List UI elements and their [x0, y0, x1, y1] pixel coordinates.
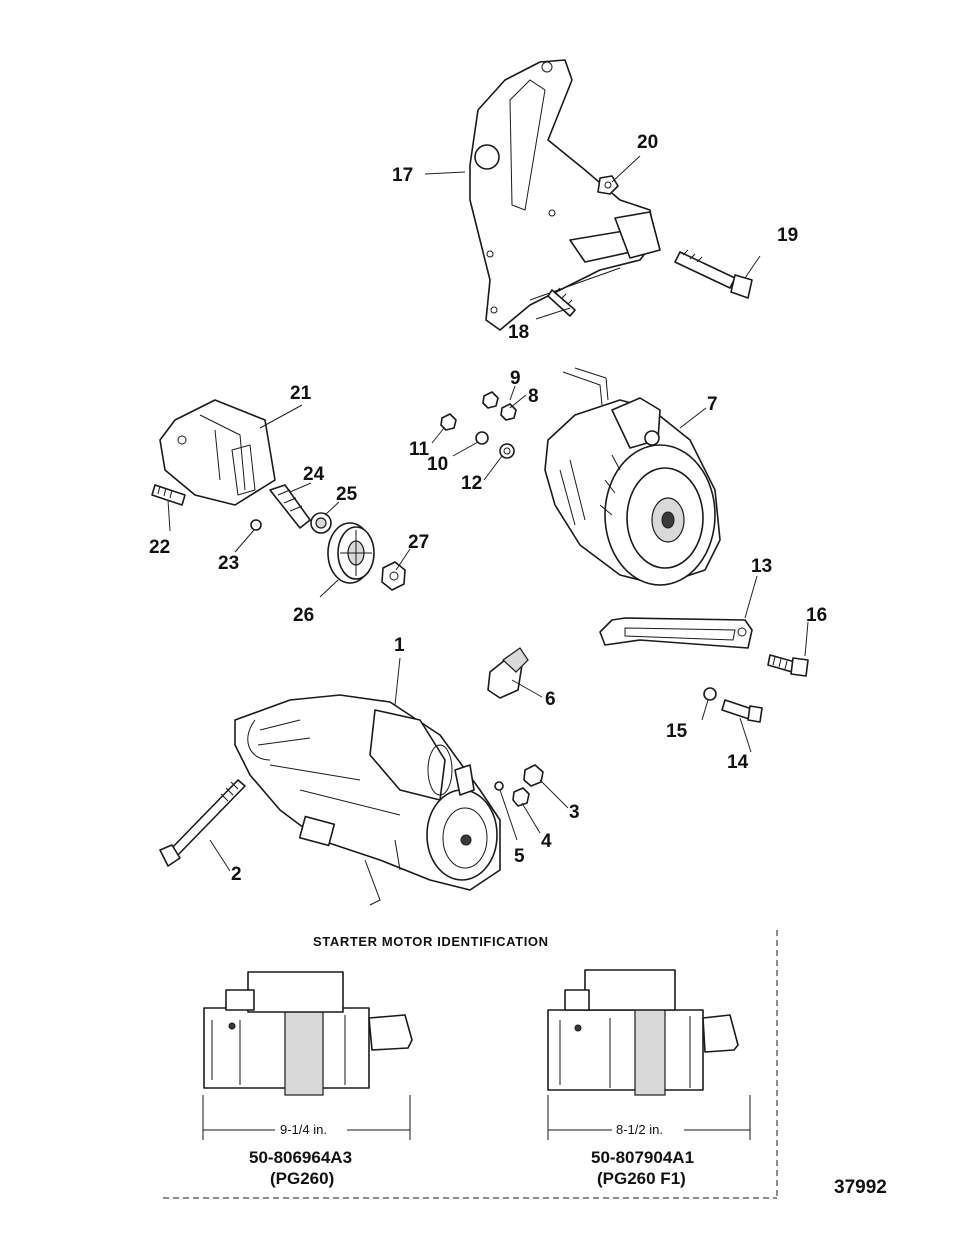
- dimension-right: 8-1/2 in.: [547, 1095, 751, 1140]
- callout-23: 23: [218, 553, 239, 574]
- callout-4: 4: [541, 831, 552, 852]
- callout-13: 13: [751, 556, 772, 577]
- callout-2: 2: [231, 864, 242, 885]
- model-left: (PG260): [270, 1169, 334, 1188]
- callout-20: 20: [637, 132, 658, 153]
- bolt-22: [151, 484, 186, 506]
- bolt-14-washer-15: [703, 687, 763, 723]
- dimension-left: 9-1/4 in.: [202, 1095, 411, 1140]
- stud-18: [547, 287, 576, 317]
- callout-24: 24: [303, 464, 325, 485]
- alternator-bracket: [469, 59, 661, 331]
- callout-12: 12: [461, 473, 482, 494]
- callout-17: 17: [392, 165, 413, 186]
- idler-pulley-26: [327, 522, 375, 584]
- callout-5: 5: [514, 846, 525, 867]
- dimension-left-label: 9-1/4 in.: [280, 1122, 327, 1137]
- nut-27: [381, 561, 406, 591]
- callout-6: 6: [545, 689, 556, 710]
- callout-7: 7: [707, 394, 718, 415]
- callout-25: 25: [336, 484, 358, 505]
- bolt-19: [674, 249, 753, 299]
- callout-10: 10: [427, 454, 448, 475]
- starter-image-left: [203, 971, 413, 1096]
- callout-1: 1: [394, 635, 405, 656]
- part-number-right: 50-807904A1: [591, 1148, 694, 1167]
- callout-11: 11: [409, 439, 430, 460]
- spacer-25: [310, 512, 332, 534]
- callout-15: 15: [666, 721, 688, 742]
- idler-bracket-21: [159, 399, 276, 506]
- callout-21: 21: [290, 383, 312, 404]
- callout-27: 27: [408, 532, 429, 553]
- bolt-16: [767, 654, 809, 677]
- callout-26: 26: [293, 605, 314, 626]
- leader-lines: [167, 155, 809, 872]
- callout-22: 22: [149, 537, 170, 558]
- callout-9: 9: [510, 368, 521, 389]
- bolt-24: [269, 484, 311, 529]
- callout-19: 19: [777, 225, 798, 246]
- model-right: (PG260 F1): [597, 1169, 686, 1188]
- dimension-right-label: 8-1/2 in.: [616, 1122, 663, 1137]
- callout-8: 8: [528, 386, 539, 407]
- callout-14: 14: [727, 752, 749, 773]
- alternator-7: [544, 367, 721, 586]
- callout-labels: 17 20 19 18 21 9 8 7 11 10 12 24 25 22 2…: [149, 132, 827, 885]
- terminal-boot-6: [487, 647, 529, 699]
- starter-image-right: [547, 969, 739, 1096]
- washer-23: [250, 519, 262, 531]
- callout-18: 18: [508, 322, 529, 343]
- adjusting-brace-13: [599, 617, 753, 649]
- identification-title: STARTER MOTOR IDENTIFICATION: [313, 934, 549, 949]
- callout-16: 16: [806, 605, 827, 626]
- starter-motor-1: [234, 694, 501, 906]
- bolt-2: [159, 779, 246, 867]
- part-number-left: 50-806964A3: [249, 1148, 352, 1167]
- nuts-washer-3-5: [494, 764, 544, 807]
- callout-3: 3: [569, 802, 580, 823]
- figure-number: 37992: [834, 1177, 887, 1198]
- nuts-washers-8-12: [440, 391, 517, 459]
- identification-panel: STARTER MOTOR IDENTIFICATION 9-1/4 in. 5…: [163, 930, 778, 1199]
